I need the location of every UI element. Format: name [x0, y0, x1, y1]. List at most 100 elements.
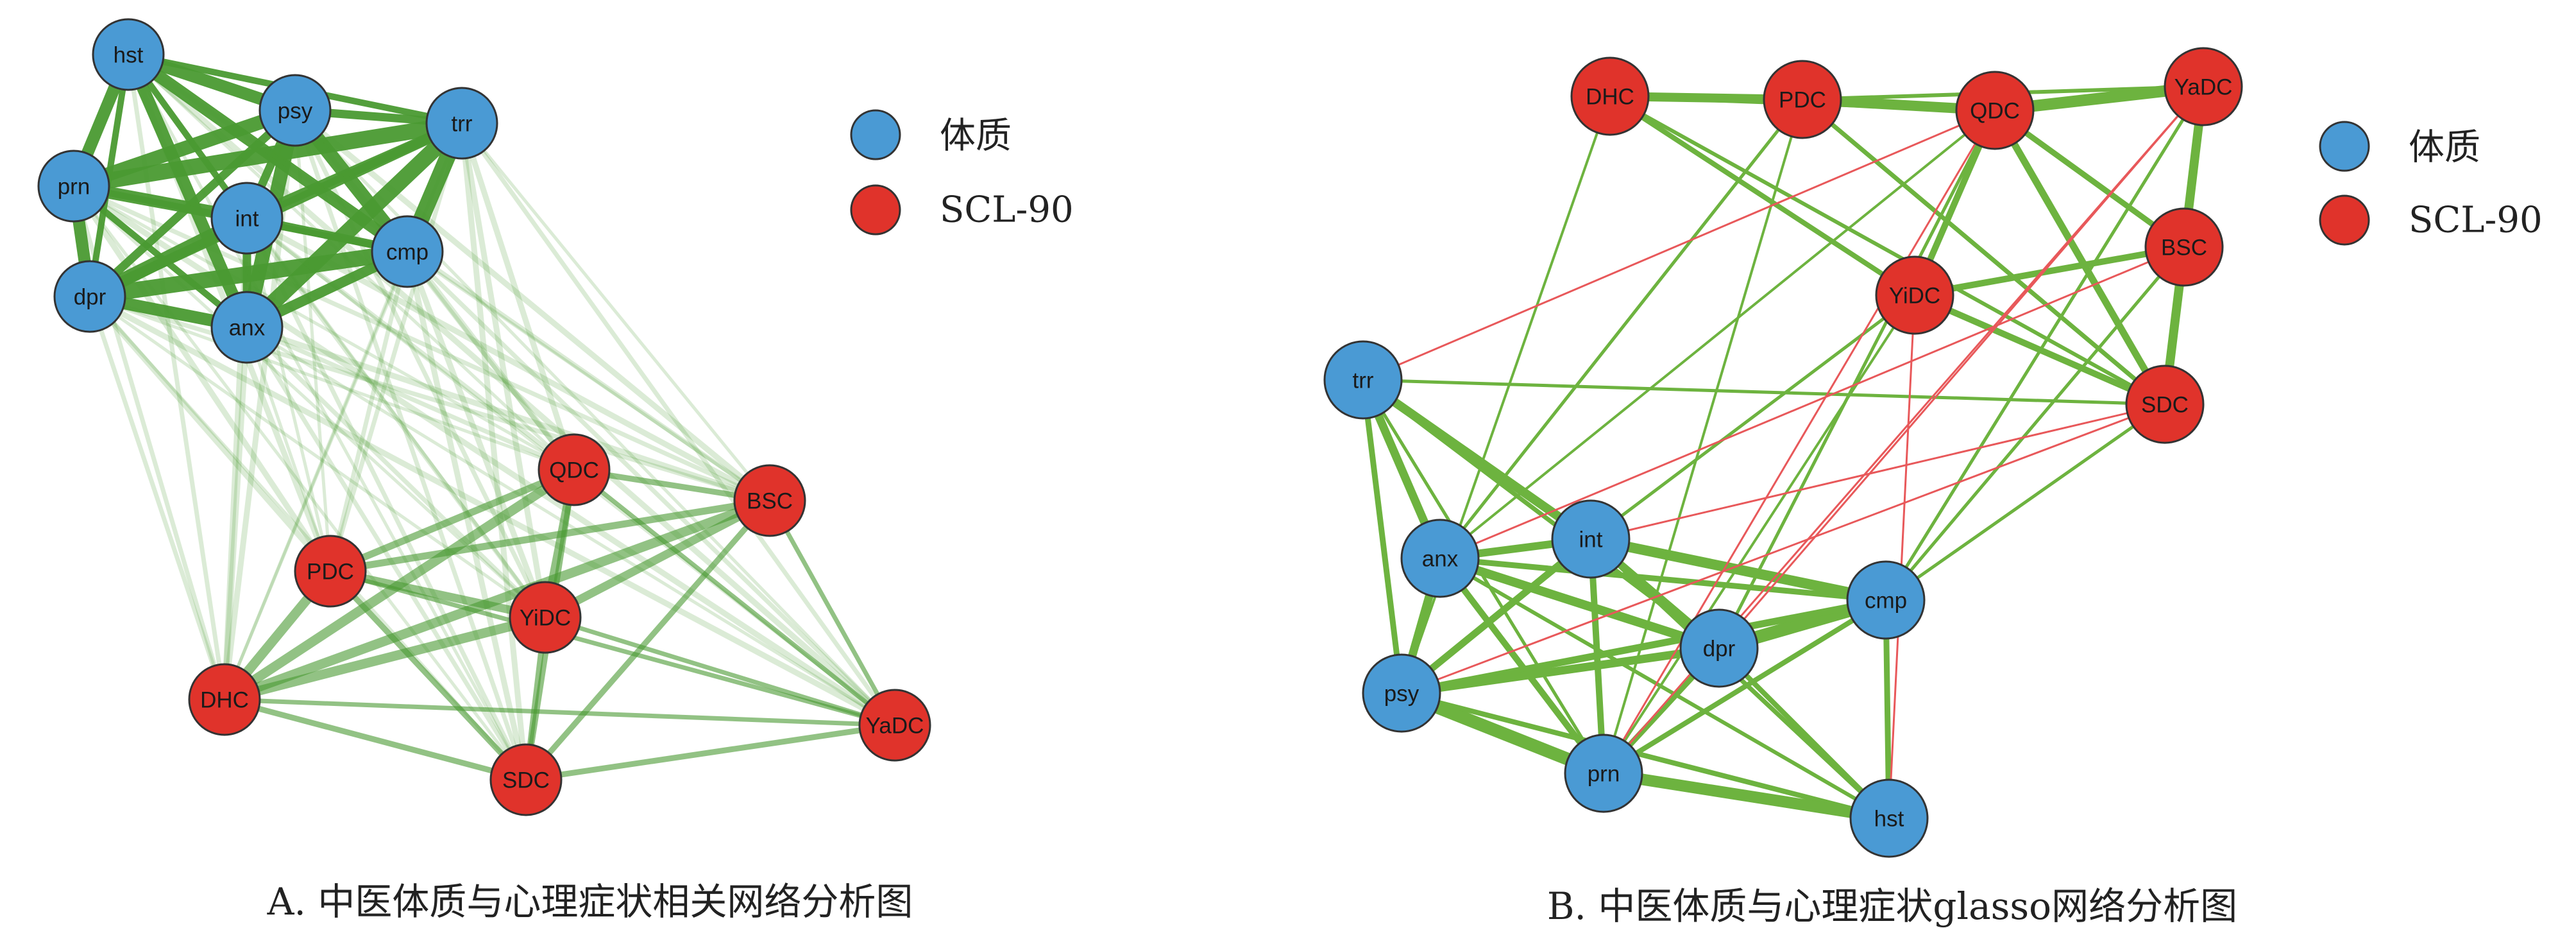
panel-b-node-label-YiDC: YiDC [1889, 284, 1940, 309]
edge-QDC-dpr [1717, 108, 1997, 650]
edge-psy-PDC [293, 108, 332, 573]
panel-a-node-label-QDC: QDC [549, 458, 599, 483]
edge-psy-hst [1399, 691, 1892, 821]
edge-int-YiDC [244, 216, 548, 620]
edge-cmp-SDC [404, 248, 529, 783]
legend-b-constitution-marker [2319, 121, 2370, 172]
panel-a-node-circle-BSC [733, 464, 806, 537]
panel-b-node-cmp: cmp [1846, 560, 1926, 640]
edge-PDC-prn [1602, 98, 1804, 775]
panel-a-node-label-trr: trr [451, 112, 472, 137]
panel-b-node-hst: hst [1849, 778, 1929, 858]
edge-YaDC-cmp [1884, 85, 2205, 602]
panel-b-node-trr: trr [1323, 340, 1403, 420]
edge-dpr-BSC [87, 294, 772, 503]
edge-SDC-cmp [1884, 402, 2167, 602]
edge-psy-BSC [292, 107, 773, 504]
panel-a-node-label-int: int [235, 207, 259, 232]
edge-YiDC-hst [1888, 294, 1916, 820]
legend-a-scl-label: SCL-90 [940, 189, 1074, 231]
edge-DHC-SDC [221, 696, 529, 783]
edge-trr-psy [1360, 377, 1405, 696]
edge-hst-YiDC [126, 53, 547, 619]
panel-b-node-psy: psy [1362, 653, 1441, 733]
panel-a-node-dpr: dpr [53, 260, 126, 333]
edge-prn-SDC [72, 184, 528, 782]
edge-anx-PDC [245, 325, 332, 573]
panel-a-node-circle-DHC [188, 663, 261, 736]
panel-b-node-label-anx: anx [1422, 547, 1459, 572]
edge-BSC-SDC [523, 497, 773, 783]
panel-a-edges [65, 48, 898, 783]
edge-int-psy [1398, 535, 1595, 697]
panel-a-network: hstpsytrrprnintcmpdpranxQDCBSCPDCYiDCDHC… [37, 18, 931, 816]
panel-a-node-prn: prn [37, 150, 110, 223]
edge-prn-QDC [72, 184, 576, 472]
panel-a-node-cmp: cmp [371, 215, 444, 288]
edge-dpr-YaDC [87, 293, 898, 728]
panel-b-node-anx: anx [1400, 519, 1480, 598]
edge-anx-QDC [244, 325, 577, 472]
panel-a-node-circle-dpr [53, 260, 126, 333]
panel-a-node-PDC: PDC [294, 535, 367, 608]
edge-int-cmp [1586, 534, 1891, 605]
panel-b-node-label-SDC: SDC [2141, 393, 2189, 418]
edge-cmp-YiDC [404, 248, 548, 621]
edge-anx-DHC [221, 324, 250, 703]
edge-prn-PDC [71, 183, 334, 574]
panel-a-node-circle-SDC [489, 743, 563, 816]
edge-dpr-QDC [88, 295, 576, 472]
panel-a-node-circle-YaDC [858, 689, 931, 762]
edge-cmp-prn [1601, 597, 1888, 776]
panel-a-nodes: hstpsytrrprnintcmpdpranxQDCBSCPDCYiDCDHC… [37, 18, 931, 816]
edge-QDC-prn [1602, 109, 1996, 775]
edge-psy-QDC [292, 108, 577, 472]
panel-a-node-label-SDC: SDC [502, 768, 550, 793]
edge-psy-YaDC [293, 108, 897, 727]
edge-cmp-PDC [328, 249, 410, 574]
edge-trr-QDC [459, 120, 577, 473]
edge-trr-SDC [459, 120, 529, 783]
panel-b-node-label-DHC: DHC [1586, 85, 1634, 110]
edge-QDC-YaDC [572, 467, 897, 728]
panel-a-node-circle-trr [425, 87, 498, 160]
panel-a-node-label-PDC: PDC [307, 560, 354, 585]
edge-BSC-DHC [219, 495, 775, 705]
panel-a-node-psy: psy [258, 74, 332, 147]
edge-cmp-YaDC [405, 249, 897, 728]
panel-a-node-label-YiDC: YiDC [520, 606, 571, 631]
edge-int-QDC [244, 216, 577, 472]
edge-QDC-anx [1439, 109, 1996, 560]
edge-hst-YaDC [125, 51, 898, 728]
legend-b-scl-label: SCL-90 [2409, 200, 2543, 241]
edge-anx-BSC [244, 324, 773, 504]
edge-DHC-SDC [1608, 94, 2167, 406]
edge-anx-YiDC [244, 325, 548, 620]
edge-BSC-PDC [326, 497, 774, 575]
panel-a-node-label-anx: anx [229, 316, 266, 341]
panel-b-node-label-YaDC: YaDC [2174, 75, 2233, 100]
panel-a-node-label-dpr: dpr [74, 285, 106, 310]
edge-dpr-YiDC [88, 295, 547, 619]
edge-BSC-YaDC [767, 498, 897, 728]
panel-b-node-circle-SDC [2125, 365, 2205, 444]
panel-b-node-label-prn: prn [1588, 762, 1620, 787]
edge-BSC-anx [1439, 246, 2185, 560]
panel-a-node-label-DHC: DHC [200, 688, 249, 713]
edge-YiDC-int [1589, 293, 1917, 541]
edge-YaDC-dpr [1718, 85, 2205, 649]
edge-QDC-PDC [326, 466, 578, 575]
panel-b-node-circle-trr [1323, 340, 1403, 420]
panel-a-node-label-YaDC: YaDC [866, 714, 924, 739]
edge-YaDC-SDC [523, 722, 898, 783]
edge-dpr-SDC [88, 295, 528, 782]
panel-a-node-circle-int [210, 182, 284, 255]
panel-a-node-circle-PDC [294, 535, 367, 608]
edge-QDC-SDC [1991, 107, 2169, 408]
edge-cmp-BSC [405, 250, 772, 503]
edge-YiDC-DHC [219, 612, 550, 705]
edge-trr-QDC [1362, 109, 1996, 381]
edge-psy-SDC [292, 108, 529, 782]
edge-prn-YaDC [71, 183, 898, 728]
